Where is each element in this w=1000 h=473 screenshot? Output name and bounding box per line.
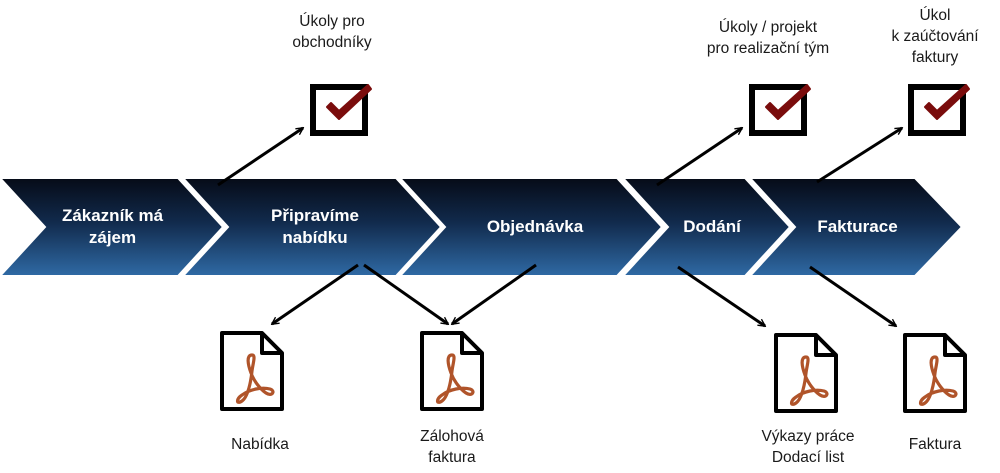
- flow-arrows: [217, 126, 902, 328]
- chevron-fakturace: [747, 177, 964, 277]
- arrow-to-doc-faktura: [809, 265, 896, 328]
- step-label-objednavka: Objednávka: [455, 216, 615, 238]
- step-label-line: nabídku: [282, 228, 348, 247]
- task-label-line: Úkoly pro: [299, 13, 365, 30]
- step-label-line: Fakturace: [817, 217, 898, 236]
- step-label-pripravime: Připravíme nabídku: [240, 205, 390, 249]
- pdf-document-icon: [220, 331, 284, 411]
- doc-label-line: Zálohová: [420, 428, 484, 445]
- step-label-line: Připravíme: [271, 206, 359, 225]
- step-label-dodani: Dodání: [662, 216, 762, 238]
- checkbox-check-icon: [310, 84, 372, 136]
- process-chevrons: [0, 177, 964, 277]
- doc-label-vykazy-dodaci: Výkazy práce Dodací list: [738, 426, 878, 468]
- task-label-obchodnici: Úkoly pro obchodníky: [262, 11, 402, 53]
- doc-label-zalohova-faktura: Zálohová faktura: [392, 426, 512, 468]
- task-label-zauctovani: Úkol k zaúčtování faktury: [870, 5, 1000, 68]
- pdf-document-icon: [420, 331, 484, 411]
- task-label-realizacni-tym: Úkoly / projekt pro realizační tým: [688, 17, 848, 59]
- pdf-document-icon: [903, 333, 967, 413]
- step-label-fakturace: Fakturace: [795, 216, 920, 238]
- step-label-zakaznik: Zákazník má zájem: [40, 205, 185, 249]
- doc-label-line: faktura: [428, 449, 476, 466]
- step-label-line: Objednávka: [486, 217, 584, 236]
- doc-label-faktura: Faktura: [880, 434, 990, 455]
- arrow-to-doc-zalohova-right: [452, 263, 537, 326]
- step-label-line: Zákazník má: [61, 206, 164, 225]
- doc-label-line: Výkazy práce: [761, 428, 855, 445]
- task-label-line: k zaúčtování: [891, 28, 979, 45]
- doc-label-line: Dodací list: [771, 449, 845, 466]
- arrow-to-doc-nabidka: [272, 263, 359, 326]
- chevron-dodani: [620, 177, 792, 277]
- arrow-to-doc-vykazy: [677, 265, 765, 328]
- doc-label-nabidka: Nabídka: [200, 434, 320, 455]
- arrow-to-task-invoice: [816, 126, 902, 184]
- checkbox-check-icon: [749, 84, 811, 136]
- chevron-zakaznik-ma-zajem: [0, 177, 225, 277]
- pdf-document-icon: [774, 333, 838, 413]
- doc-label-line: Faktura: [908, 436, 962, 453]
- step-label-line: Dodání: [683, 217, 741, 236]
- task-label-line: Úkol: [919, 7, 951, 24]
- checkbox-check-icon: [908, 84, 970, 136]
- arrow-to-tasks-team: [656, 126, 742, 187]
- arrow-to-doc-zalohova-left: [363, 263, 448, 326]
- chevron-objednavka: [397, 177, 664, 277]
- task-label-line: obchodníky: [292, 34, 372, 51]
- task-label-line: faktury: [911, 49, 959, 66]
- task-label-line: pro realizační tým: [706, 40, 830, 57]
- arrow-to-tasks-sales: [217, 126, 303, 187]
- doc-label-line: Nabídka: [231, 436, 289, 453]
- chevron-pripravime-nabidku: [180, 177, 443, 277]
- step-label-line: zájem: [88, 228, 137, 247]
- task-label-line: Úkoly / projekt: [718, 19, 818, 36]
